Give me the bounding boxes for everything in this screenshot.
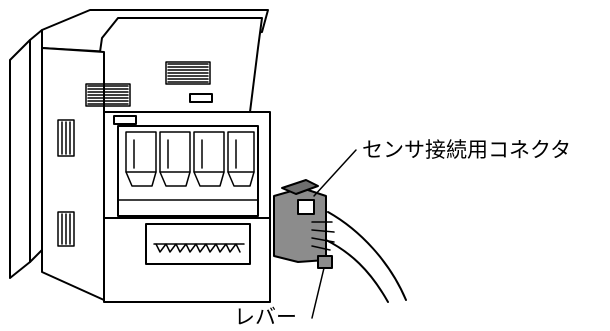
connector-latch [297, 199, 315, 215]
rear-bezel [9, 39, 31, 279]
connector-wires [311, 221, 335, 251]
connector-cable [327, 211, 407, 301]
rear-bezel-rim [29, 29, 43, 263]
lever [317, 255, 333, 269]
side-vent-lower [57, 211, 75, 247]
side-vent-upper [57, 119, 75, 157]
connector-label: センサ接続用コネクタ [362, 138, 572, 162]
terminal-sockets [117, 131, 259, 201]
top-slot-1 [113, 115, 137, 125]
controller-unit [9, 9, 271, 303]
connector-cable-edge [325, 239, 389, 303]
connector-top [281, 179, 319, 195]
pin-row [153, 243, 245, 253]
top-vent-left [85, 83, 131, 107]
connector-callout-line [313, 149, 357, 197]
sensor-connector [273, 179, 407, 303]
top-vent-right [165, 61, 211, 85]
lever-callout-line [311, 267, 325, 319]
lever-label: レバー [234, 305, 297, 329]
top-slot-2 [189, 93, 213, 103]
